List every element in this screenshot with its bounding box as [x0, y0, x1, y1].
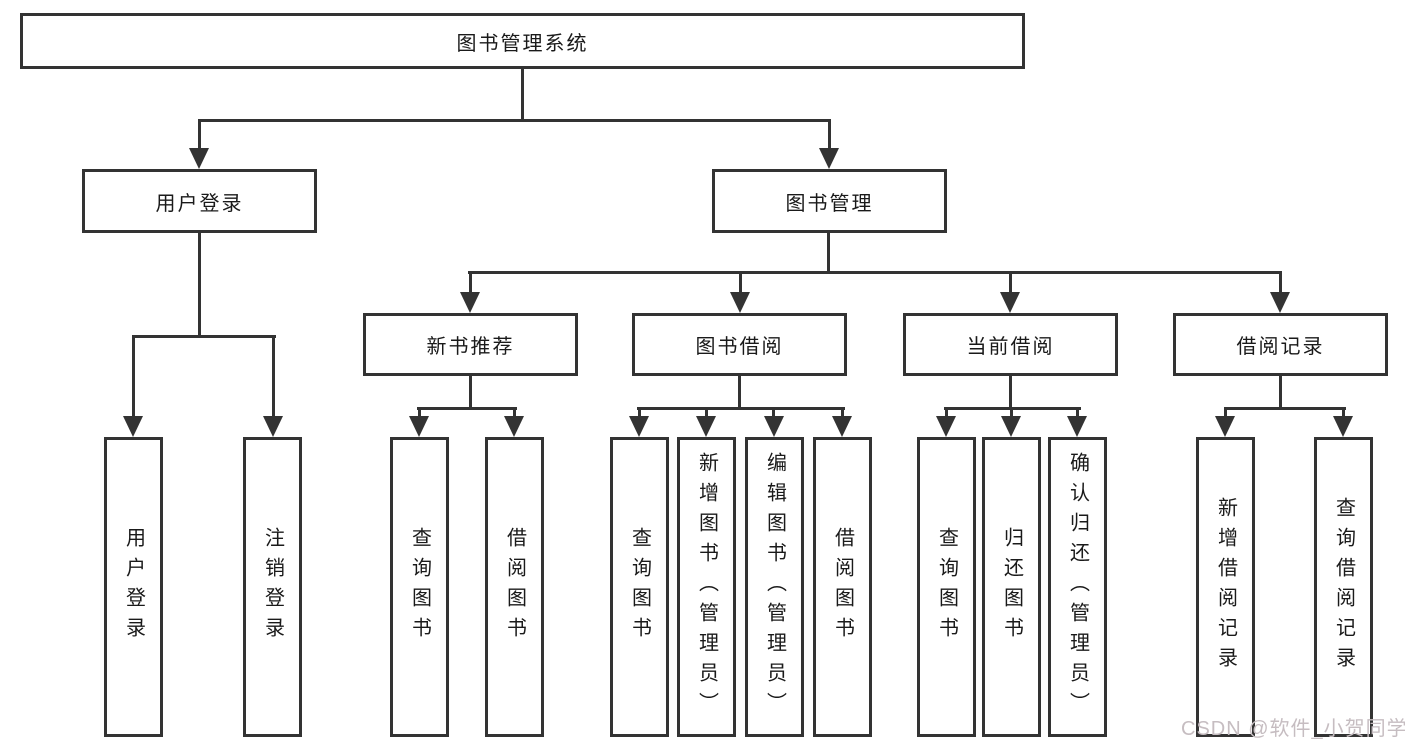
arrow-down-icon [1001, 416, 1021, 437]
arrow-down-icon [1215, 416, 1235, 437]
connector-line [637, 407, 845, 410]
leaf-label: 查询图书 [408, 527, 431, 647]
connector-line [705, 407, 708, 419]
node-label: 图书借阅 [695, 336, 784, 358]
node-user-login: 用户登录 [82, 169, 317, 233]
connector-line [739, 271, 742, 295]
node-new-book-recommendation: 新书推荐 [363, 313, 578, 376]
connector-line [418, 407, 421, 419]
node-label: 借阅记录 [1236, 336, 1325, 358]
connector-line [1342, 407, 1345, 419]
node-root-label: 图书管理系统 [456, 32, 589, 55]
connector-line [513, 407, 516, 419]
leaf-label: 用户登录 [122, 527, 145, 647]
node-label: 新书推荐 [426, 336, 515, 358]
connector-line [638, 407, 641, 419]
arrow-down-icon [730, 292, 750, 313]
leaf-query-books-borrow: 查询图书 [610, 437, 669, 737]
arrow-down-icon [629, 416, 649, 437]
connector-line [1010, 407, 1013, 419]
leaf-label: 借阅图书 [503, 527, 526, 647]
node-label: 当前借阅 [966, 336, 1055, 358]
connector-line [1009, 376, 1012, 410]
connector-line [1224, 407, 1346, 410]
connector-line [468, 271, 1282, 274]
node-book-management: 图书管理 [712, 169, 947, 233]
arrow-down-icon [123, 416, 143, 437]
connector-line [1009, 271, 1012, 295]
arrow-down-icon [696, 416, 716, 437]
node-label: 图书管理 [785, 192, 874, 215]
node-label: 用户登录 [155, 192, 244, 215]
connector-line [945, 407, 948, 419]
leaf-borrow-books-recommend: 借阅图书 [485, 437, 544, 737]
arrow-down-icon [936, 416, 956, 437]
arrow-down-icon [409, 416, 429, 437]
node-current-borrowing: 当前借阅 [903, 313, 1118, 376]
leaf-return-books: 归还图书 [982, 437, 1041, 737]
arrow-down-icon [819, 148, 839, 169]
connector-line [772, 407, 775, 419]
leaf-label: 新增借阅记录 [1214, 497, 1237, 677]
node-root: 图书管理系统 [20, 13, 1025, 69]
watermark: CSDN @软件_小贺同学 [1181, 718, 1405, 740]
connector-line [828, 119, 831, 151]
connector-line [1279, 271, 1282, 295]
arrow-down-icon [504, 416, 524, 437]
connector-line [841, 407, 844, 419]
leaf-borrow-books: 借阅图书 [813, 437, 872, 737]
leaf-label: 归还图书 [1000, 527, 1023, 647]
leaf-add-borrow-record: 新增借阅记录 [1196, 437, 1255, 737]
leaf-label: 确认归还（管理员） [1066, 452, 1089, 722]
connector-line [1224, 407, 1227, 419]
connector-line [132, 335, 276, 338]
node-book-borrowing: 图书借阅 [632, 313, 847, 376]
connector-line [132, 335, 135, 418]
connector-line [1076, 407, 1079, 419]
connector-line [469, 271, 472, 295]
leaf-logout: 注销登录 [243, 437, 302, 737]
connector-line [521, 68, 524, 122]
connector-line [1279, 376, 1282, 410]
leaf-label: 查询图书 [935, 527, 958, 647]
arrow-down-icon [460, 292, 480, 313]
arrow-down-icon [832, 416, 852, 437]
leaf-add-books-admin: 新增图书（管理员） [677, 437, 736, 737]
node-borrowing-records: 借阅记录 [1173, 313, 1388, 376]
arrow-down-icon [1270, 292, 1290, 313]
arrow-down-icon [1067, 416, 1087, 437]
leaf-label: 编辑图书（管理员） [763, 452, 786, 722]
connector-line [198, 232, 201, 338]
connector-line [738, 376, 741, 410]
connector-line [469, 376, 472, 410]
leaf-query-books-current: 查询图书 [917, 437, 976, 737]
leaf-label: 注销登录 [261, 527, 284, 647]
leaf-label: 借阅图书 [831, 527, 854, 647]
arrow-down-icon [764, 416, 784, 437]
leaf-edit-books-admin: 编辑图书（管理员） [745, 437, 804, 737]
leaf-query-borrow-record: 查询借阅记录 [1314, 437, 1373, 737]
connector-line [417, 407, 517, 410]
leaf-user-login: 用户登录 [104, 437, 163, 737]
leaf-label: 新增图书（管理员） [695, 452, 718, 722]
arrow-down-icon [1000, 292, 1020, 313]
leaf-confirm-return-admin: 确认归还（管理员） [1048, 437, 1107, 737]
leaf-label: 查询图书 [628, 527, 651, 647]
connector-line [198, 119, 201, 151]
arrow-down-icon [1333, 416, 1353, 437]
connector-line [198, 119, 831, 122]
arrow-down-icon [263, 416, 283, 437]
connector-line [272, 335, 275, 418]
leaf-query-books-recommend: 查询图书 [390, 437, 449, 737]
arrow-down-icon [189, 148, 209, 169]
connector-line [827, 232, 830, 274]
leaf-label: 查询借阅记录 [1332, 497, 1355, 677]
